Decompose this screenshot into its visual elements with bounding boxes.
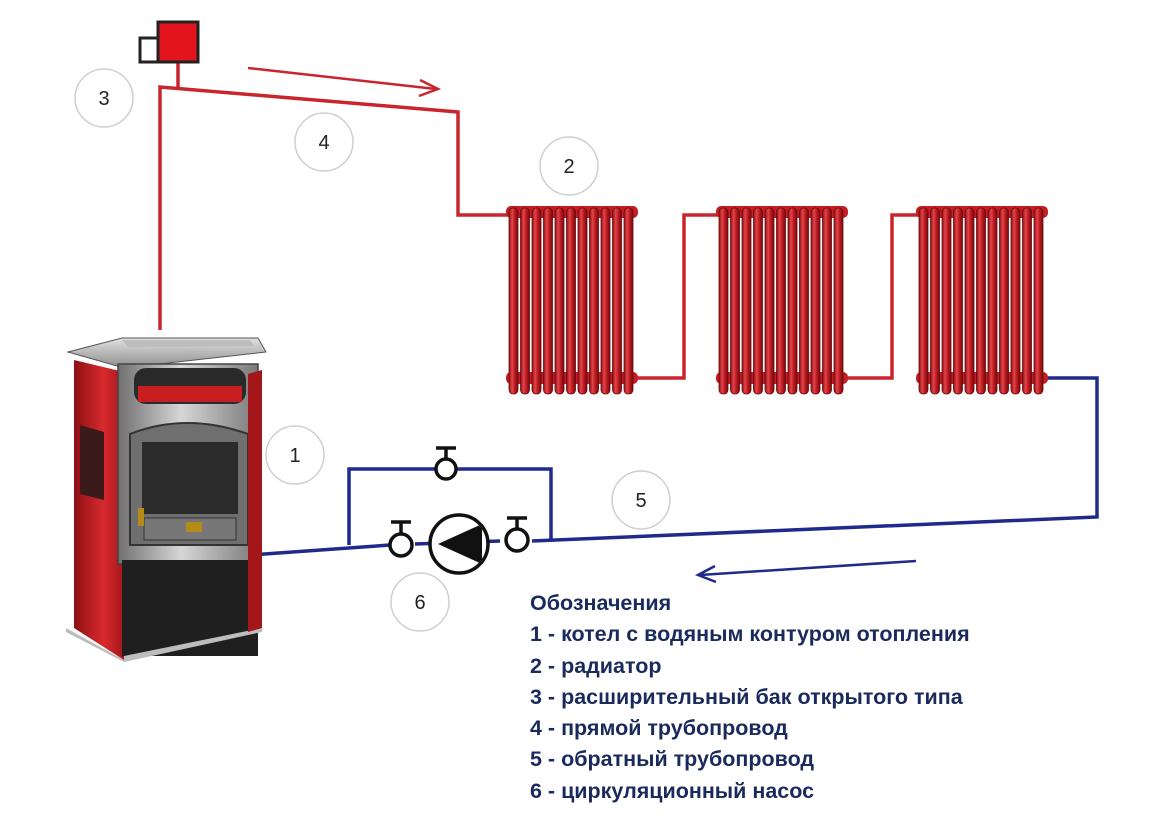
legend-item-6: 6 - циркуляционный насос — [530, 778, 815, 803]
legend-item-1: 1 - котел с водяным контуром отопления — [530, 622, 970, 647]
callout-4-number: 4 — [318, 132, 329, 154]
radiator-1 — [506, 206, 638, 395]
radiator-fin — [833, 207, 844, 395]
radiator-fin — [964, 207, 975, 395]
radiator-fin — [810, 207, 821, 395]
radiator-2 — [716, 206, 848, 395]
radiator-fin — [730, 207, 740, 395]
radiator-fin — [623, 207, 634, 395]
callout-3-number: 3 — [98, 88, 109, 110]
radiator-fin — [508, 207, 519, 395]
callout-1: 1 — [265, 425, 325, 485]
circulation-pump — [428, 513, 490, 575]
radiator-fin — [999, 207, 1009, 395]
radiator-fin — [930, 207, 940, 395]
radiator-fin — [753, 207, 763, 395]
radiator-fin — [787, 207, 798, 395]
radiator-fin — [918, 207, 929, 395]
valve-icon — [434, 446, 458, 481]
radiator-fin — [531, 207, 542, 395]
callout-4: 4 — [294, 112, 354, 172]
expansion-tank-icon — [156, 20, 200, 64]
legend-item-4: 4 - прямой трубопровод — [530, 716, 788, 741]
radiator-fin — [822, 207, 832, 395]
radiator-fin — [799, 207, 809, 395]
radiator-fin — [776, 207, 786, 395]
legend-item-2: 2 - радиатор — [530, 653, 662, 678]
radiator-fin — [1010, 207, 1021, 395]
callout-5-number: 5 — [635, 490, 646, 512]
radiator-fin — [566, 207, 576, 395]
valve-pump-inlet — [388, 520, 414, 558]
legend-item-3: 3 - расширительный бак открытого типа — [530, 684, 963, 709]
radiator-fin — [941, 207, 952, 395]
radiator-3 — [916, 206, 1048, 395]
boiler-stove-icon — [66, 337, 267, 662]
legend-item-5: 5 - обратный трубопровод — [530, 747, 815, 772]
callout-6-number: 6 — [414, 592, 425, 614]
legend: Обозначения 1 - котел с водяным контуром… — [530, 588, 1150, 807]
boiler — [66, 337, 267, 662]
radiator-fin — [987, 207, 998, 395]
radiator-fin — [554, 207, 565, 395]
return-pipe — [249, 376, 1099, 557]
radiator-fin — [1022, 207, 1032, 395]
supply-flow-arrow — [247, 66, 442, 98]
radiator-fin — [764, 207, 775, 395]
return-flow-arrow — [694, 559, 917, 584]
callout-2-number: 2 — [563, 156, 574, 178]
expansion-tank — [138, 20, 200, 64]
valve-bypass — [434, 446, 458, 481]
legend-title: Обозначения — [530, 591, 672, 615]
radiator-fin — [589, 207, 599, 395]
circulation-pump-icon — [428, 513, 490, 575]
callout-2: 2 — [539, 136, 599, 196]
radiator-fin — [543, 207, 553, 395]
callout-1-number: 1 — [289, 445, 300, 467]
radiator-fin — [612, 207, 622, 395]
valve-icon — [388, 520, 414, 558]
callout-6: 6 — [390, 572, 450, 632]
callout-3: 3 — [74, 68, 134, 128]
callout-5: 5 — [611, 470, 671, 530]
radiator-fin — [718, 207, 729, 395]
radiator-icon — [506, 206, 638, 395]
valve-pump-outlet — [504, 516, 530, 553]
radiator-fin — [577, 207, 588, 395]
radiator-fin — [520, 207, 530, 395]
valve-icon — [504, 516, 530, 553]
radiator-fin — [1033, 207, 1044, 395]
radiator-fin — [976, 207, 986, 395]
radiator-fin — [953, 207, 963, 395]
supply-pipe — [158, 62, 922, 380]
radiator-fin — [741, 207, 752, 395]
radiator-fin — [600, 207, 611, 395]
